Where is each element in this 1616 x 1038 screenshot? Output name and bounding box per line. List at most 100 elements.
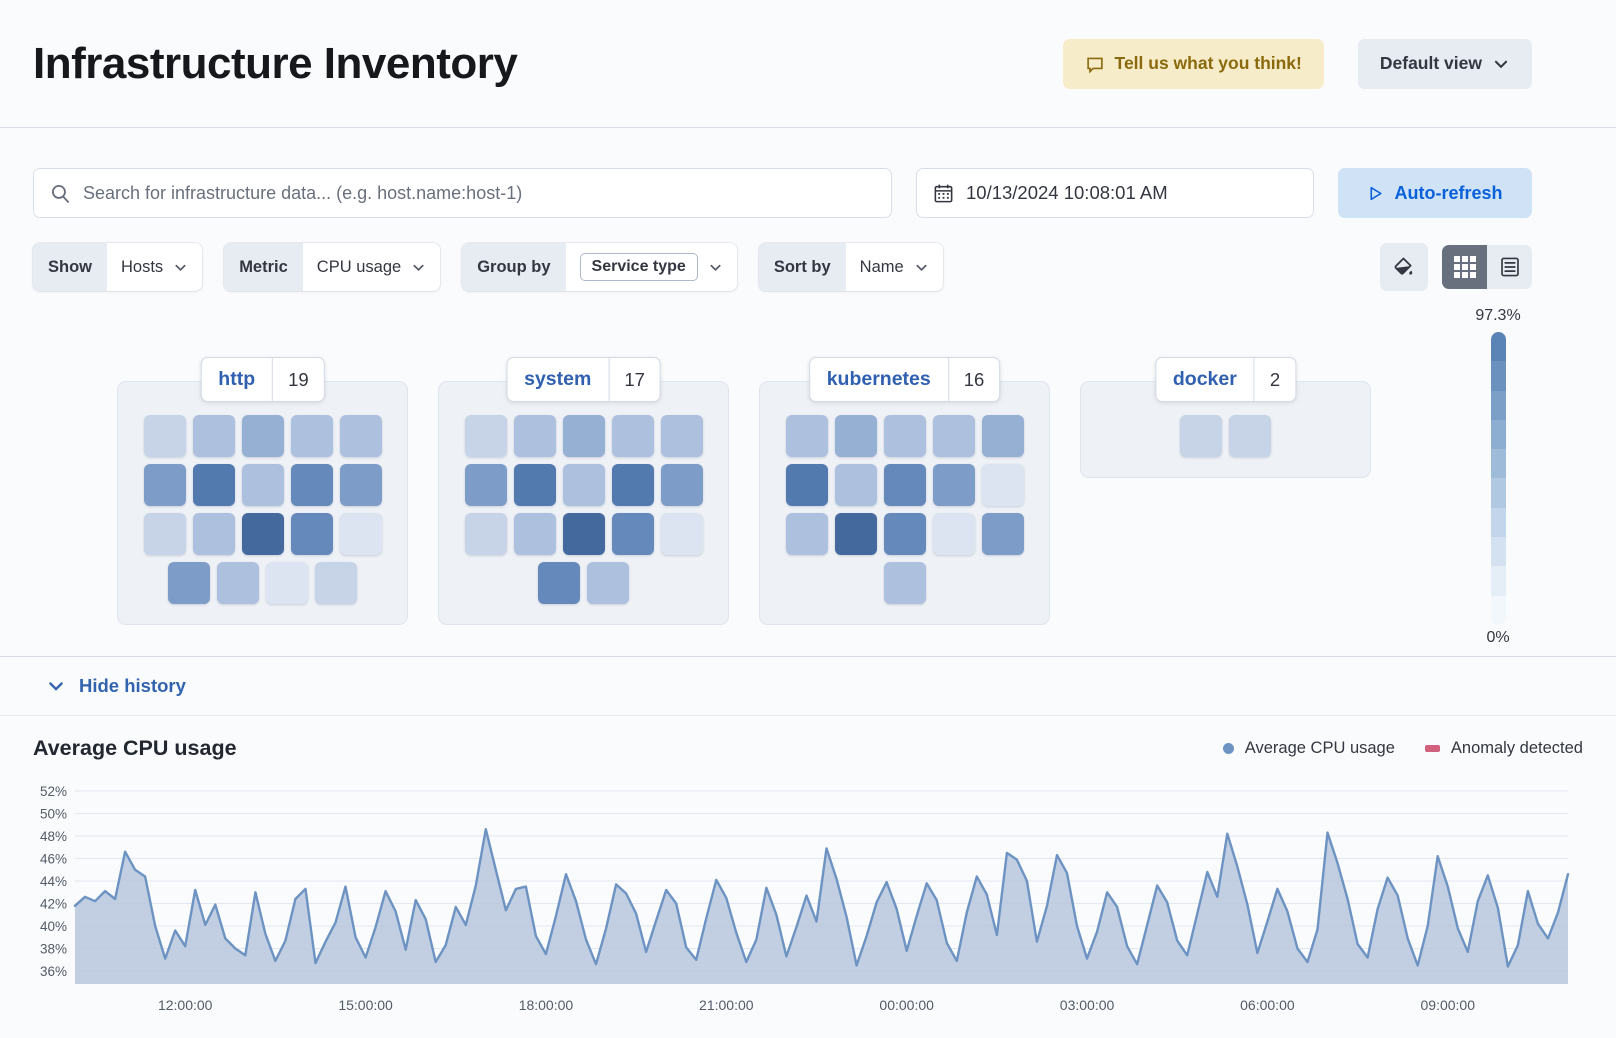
host-tile[interactable]	[464, 464, 507, 506]
group-by-value-pill[interactable]: Service type	[579, 253, 698, 281]
host-tile[interactable]	[538, 562, 580, 604]
legend-item-anomaly[interactable]: Anomaly detected	[1424, 739, 1583, 758]
chart-title: Average CPU usage	[33, 736, 237, 760]
host-tile[interactable]	[513, 464, 556, 506]
host-tile[interactable]	[339, 415, 382, 457]
x-axis-tick-label: 09:00:00	[1421, 997, 1476, 1013]
metric-control[interactable]: Metric CPU usage	[224, 243, 441, 291]
scale-step	[1490, 595, 1506, 625]
map-view-button[interactable]	[1442, 245, 1487, 289]
search-input[interactable]	[83, 182, 875, 204]
host-tile[interactable]	[241, 464, 284, 506]
show-control[interactable]: Show Hosts	[33, 243, 203, 291]
scale-step	[1490, 419, 1506, 450]
host-tile[interactable]	[464, 415, 507, 457]
host-tile[interactable]	[266, 562, 308, 604]
host-tile[interactable]	[981, 415, 1024, 457]
group-count: 16	[963, 368, 985, 390]
host-tile[interactable]	[192, 464, 235, 506]
host-tile[interactable]	[834, 464, 877, 506]
x-axis-tick-label: 18:00:00	[519, 997, 574, 1013]
badge-divider	[272, 358, 274, 401]
y-axis-tick-label: 36%	[40, 964, 67, 979]
host-tile[interactable]	[562, 464, 605, 506]
host-tile[interactable]	[981, 513, 1024, 555]
host-tile[interactable]	[217, 562, 259, 604]
host-tile[interactable]	[932, 513, 975, 555]
view-dropdown-button[interactable]: Default view	[1357, 38, 1532, 89]
host-tile[interactable]	[192, 415, 235, 457]
host-tile[interactable]	[290, 464, 333, 506]
host-tile[interactable]	[1180, 415, 1222, 457]
host-tile[interactable]	[464, 513, 507, 555]
tile-row	[118, 513, 407, 555]
legend-item-avg-cpu[interactable]: Average CPU usage	[1222, 739, 1395, 758]
group-by-control[interactable]: Group by Service type	[462, 243, 737, 291]
host-tile[interactable]	[339, 464, 382, 506]
host-tile[interactable]	[611, 415, 654, 457]
host-tile[interactable]	[143, 415, 186, 457]
legend-options-button[interactable]	[1380, 243, 1428, 291]
group-name[interactable]: system	[524, 368, 592, 390]
history-toggle-row[interactable]: Hide history	[0, 656, 1616, 716]
host-tile[interactable]	[611, 513, 654, 555]
table-view-button[interactable]	[1487, 245, 1532, 289]
host-tile[interactable]	[513, 513, 556, 555]
host-tile[interactable]	[290, 415, 333, 457]
group-name[interactable]: docker	[1172, 368, 1237, 390]
host-tile[interactable]	[315, 562, 357, 604]
group-name[interactable]: http	[218, 368, 256, 390]
y-axis-tick-label: 52%	[40, 784, 67, 799]
chevron-down-icon	[413, 264, 424, 271]
host-tile[interactable]	[660, 513, 703, 555]
play-icon	[1367, 185, 1384, 202]
host-tile[interactable]	[241, 513, 284, 555]
host-tile[interactable]	[513, 415, 556, 457]
host-tile[interactable]	[834, 513, 877, 555]
sort-by-value: Name	[859, 257, 904, 276]
host-tile[interactable]	[587, 562, 629, 604]
host-tile[interactable]	[143, 513, 186, 555]
scale-step	[1490, 449, 1506, 479]
series-dot-icon	[1222, 743, 1234, 754]
feedback-button[interactable]: Tell us what you think!	[1062, 38, 1324, 89]
sort-by-control[interactable]: Sort by Name	[758, 243, 943, 291]
host-tile[interactable]	[981, 464, 1024, 506]
host-tile[interactable]	[339, 513, 382, 555]
host-tile[interactable]	[785, 513, 828, 555]
host-tile[interactable]	[241, 415, 284, 457]
host-tile[interactable]	[785, 415, 828, 457]
host-tile[interactable]	[883, 464, 926, 506]
host-tile[interactable]	[785, 464, 828, 506]
search-box[interactable]	[33, 168, 892, 218]
tile-row	[760, 562, 1049, 604]
host-tile[interactable]	[168, 562, 210, 604]
host-tile[interactable]	[932, 415, 975, 457]
host-tile[interactable]	[834, 415, 877, 457]
host-tile[interactable]	[660, 415, 703, 457]
group-badge-kubernetes[interactable]: kubernetes 16	[808, 357, 1001, 402]
host-tile[interactable]	[192, 513, 235, 555]
host-tile[interactable]	[611, 464, 654, 506]
date-picker[interactable]: 10/13/2024 10:08:01 AM	[916, 168, 1314, 218]
host-tile[interactable]	[1229, 415, 1271, 457]
host-tile[interactable]	[932, 464, 975, 506]
scale-step	[1490, 390, 1506, 420]
host-tile[interactable]	[883, 415, 926, 457]
x-axis-tick-label: 15:00:00	[338, 997, 393, 1013]
auto-refresh-button[interactable]: Auto-refresh	[1338, 168, 1532, 218]
group-name[interactable]: kubernetes	[826, 368, 931, 390]
host-tile[interactable]	[562, 415, 605, 457]
host-tile[interactable]	[290, 513, 333, 555]
host-tile[interactable]	[143, 464, 186, 506]
host-tile[interactable]	[883, 562, 926, 604]
host-tile[interactable]	[660, 464, 703, 506]
host-tile[interactable]	[883, 513, 926, 555]
scale-min-label: 0%	[1486, 629, 1510, 646]
host-tile[interactable]	[562, 513, 605, 555]
